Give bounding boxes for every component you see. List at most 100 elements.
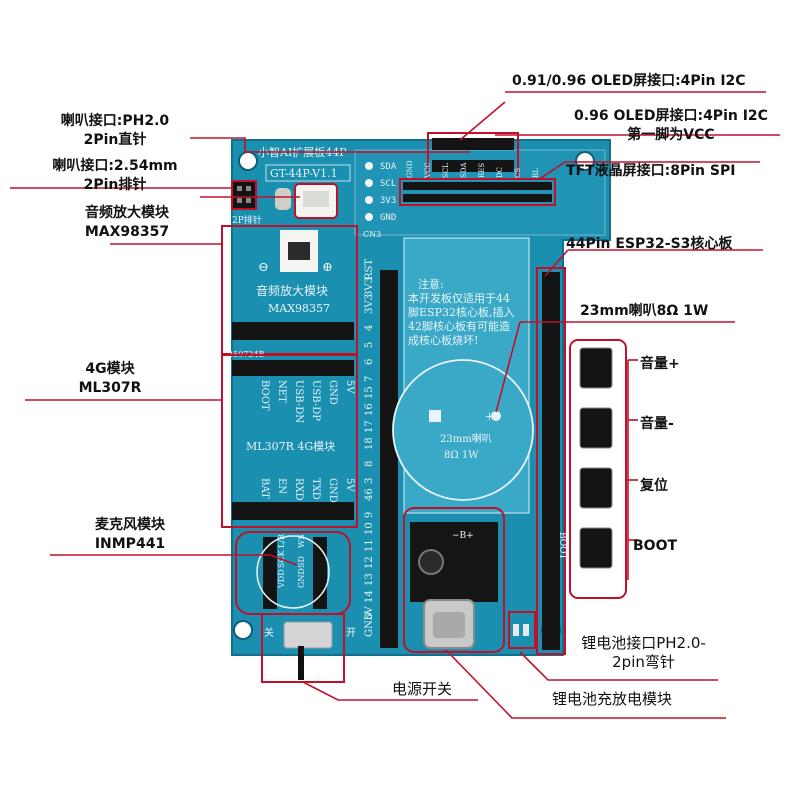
mic-pin-4: VDD bbox=[277, 569, 286, 589]
left-pin-20: 5V bbox=[364, 606, 375, 620]
speaker-text: 23mm喇叭 bbox=[440, 433, 492, 445]
callout-battery-line2: 2pin弯针 bbox=[612, 653, 675, 671]
svg-text:SDA: SDA bbox=[380, 162, 397, 172]
callout-vol-down: 音量- bbox=[640, 416, 674, 432]
m4g-top-pin-4: GND bbox=[327, 380, 338, 405]
left-pin-1: 3V3 bbox=[364, 277, 375, 297]
callout-mic-line1: 麦克风模块 bbox=[95, 517, 165, 533]
tft-pin-dc: DC bbox=[496, 167, 504, 178]
left-pin-0: RST bbox=[364, 259, 375, 280]
callout-speaker: 23mm喇叭8Ω 1W bbox=[580, 303, 709, 319]
left-pin-9: 17 bbox=[364, 420, 375, 433]
callout-amp: 音频放大模块 MAX98357 bbox=[52, 204, 202, 242]
tft-pin-sda: SDA bbox=[460, 162, 468, 178]
left-pin-7: 15 bbox=[364, 386, 375, 399]
left-pin-3: 4 bbox=[364, 325, 375, 331]
callout-core: 44Pin ESP32-S3核心板 bbox=[566, 236, 733, 252]
left-pin-15: 10 bbox=[364, 522, 375, 535]
callout-battery: 锂电池接口PH2.0- 2pin弯针 bbox=[556, 634, 731, 672]
cn3-label: CN3 bbox=[363, 230, 381, 239]
svg-text:GND: GND bbox=[380, 213, 396, 223]
callout-tft: TFT液晶屏接口:8Pin SPI bbox=[566, 163, 736, 179]
svg-text:注意:: 注意: bbox=[418, 277, 444, 291]
pin-header-label: 2P排针 bbox=[232, 214, 262, 226]
speaker-ph-connector bbox=[275, 183, 338, 219]
switch-off: 关 bbox=[264, 626, 274, 639]
oled-header bbox=[427, 132, 519, 180]
callout-oled-b: 0.96 OLED屏接口:4Pin I2C 第一脚为VCC bbox=[555, 107, 787, 145]
mic-pin-1: WS bbox=[297, 534, 306, 548]
callout-4g: 4G模块 ML307R bbox=[45, 360, 175, 398]
left-pin-10: 18 bbox=[364, 437, 375, 450]
m4g-bottom-pin-5: 5V bbox=[344, 478, 355, 492]
svg-text:本开发板仅适用于44: 本开发板仅适用于44 bbox=[408, 291, 510, 305]
callout-oled-b-line1: 0.96 OLED屏接口:4Pin I2C bbox=[574, 108, 768, 124]
left-pin-8: 16 bbox=[364, 403, 375, 416]
m4g-top-pin-1: NET bbox=[276, 380, 287, 403]
amp-minus: ⊖ bbox=[258, 260, 269, 275]
m4g-bottom-pin-2: RXD bbox=[293, 478, 304, 501]
side-boot-label: BOOT bbox=[557, 532, 567, 560]
left-pin-12: 3 bbox=[364, 478, 375, 484]
tft-pin-bl: BL bbox=[532, 168, 540, 178]
m4g-top-pin-3: USB-DP bbox=[310, 380, 321, 421]
left-pin-13: 46 bbox=[364, 488, 375, 501]
svg-text:42脚核心板有可能造: 42脚核心板有可能造 bbox=[408, 319, 510, 333]
core-board-header bbox=[536, 267, 566, 655]
mic-pin-3: SD bbox=[297, 556, 306, 568]
m4g-module bbox=[221, 354, 358, 528]
left-pin-17: 12 bbox=[364, 556, 375, 569]
callout-speaker-ph: 喇叭接口:PH2.0 2Pin直针 bbox=[40, 112, 190, 150]
m4g-top-pin-2: USB-DN bbox=[293, 380, 304, 423]
callout-oled-b-line2: 第一脚为VCC bbox=[627, 127, 715, 143]
left-pin-4: 5 bbox=[364, 342, 375, 348]
callout-amp-line2: MAX98357 bbox=[84, 224, 170, 240]
left-pin-21: GND bbox=[364, 612, 375, 637]
notice-text: 注意: 本开发板仅适用于44 脚ESP32核心板,插入 42脚核心板有可能造 成… bbox=[408, 277, 514, 347]
callout-4g-line1: 4G模块 bbox=[85, 361, 135, 377]
callout-boot: BOOT bbox=[633, 538, 678, 554]
mic-pin-0: L/R bbox=[277, 533, 286, 548]
m4g-bottom-pin-0: BAT bbox=[259, 478, 270, 499]
board-version: GT-44P-V1.1 bbox=[270, 167, 338, 180]
tft-pin-vcc: VCC bbox=[424, 162, 432, 179]
speaker-254-header bbox=[231, 180, 257, 210]
speaker-circle bbox=[392, 359, 534, 501]
battery-connector bbox=[508, 611, 536, 649]
charger-mark: −B+ bbox=[452, 531, 474, 541]
callout-speaker-ph-line1: 喇叭接口:PH2.0 bbox=[60, 113, 170, 129]
m4g-top-pins: BOOT NET USB-DN USB-DP GND 5V bbox=[259, 380, 355, 423]
callout-amp-line1: 音频放大模块 bbox=[85, 205, 169, 221]
tft-pin-cs: CS bbox=[514, 168, 522, 178]
callout-speaker-254: 喇叭接口:2.54mm 2Pin排针 bbox=[30, 157, 200, 195]
left-pin-numbers: RST3V33V34567151617188346910111213145VGN… bbox=[364, 259, 375, 637]
mic-pin-5: GND bbox=[297, 568, 306, 588]
charger-module bbox=[403, 507, 505, 653]
callout-power: 电源开关 bbox=[392, 680, 453, 698]
left-pin-header bbox=[380, 270, 398, 648]
amp-model: MAX98357 bbox=[268, 302, 330, 315]
left-pin-2: 3V3 bbox=[364, 294, 375, 314]
amp-plus: ⊕ bbox=[322, 260, 333, 275]
tft-pin-res: RES bbox=[478, 163, 486, 178]
callout-vol-up: 音量+ bbox=[640, 356, 680, 372]
svg-text:成核心板烧坏!: 成核心板烧坏! bbox=[408, 333, 478, 347]
switch-on: 开 bbox=[346, 628, 356, 639]
amp-text: 音频放大模块 bbox=[256, 283, 328, 298]
svg-text:脚ESP32核心板,插入: 脚ESP32核心板,插入 bbox=[408, 305, 514, 319]
callout-speaker-ph-line2: 2Pin直针 bbox=[83, 132, 147, 148]
left-pin-6: 7 bbox=[364, 376, 375, 382]
callout-mic: 麦克风模块 INMP441 bbox=[55, 516, 205, 554]
left-pin-16: 11 bbox=[364, 539, 375, 552]
svg-text:3V3: 3V3 bbox=[380, 196, 396, 206]
m4g-top-pin-5: 5V bbox=[344, 380, 355, 394]
m4g-top-pin-0: BOOT bbox=[259, 380, 270, 411]
speaker-plus: + bbox=[485, 410, 494, 423]
svg-text:SCL: SCL bbox=[380, 179, 396, 189]
callout-4g-line2: ML307R bbox=[78, 380, 142, 396]
m4g-bottom-pin-3: TXD bbox=[310, 478, 321, 500]
